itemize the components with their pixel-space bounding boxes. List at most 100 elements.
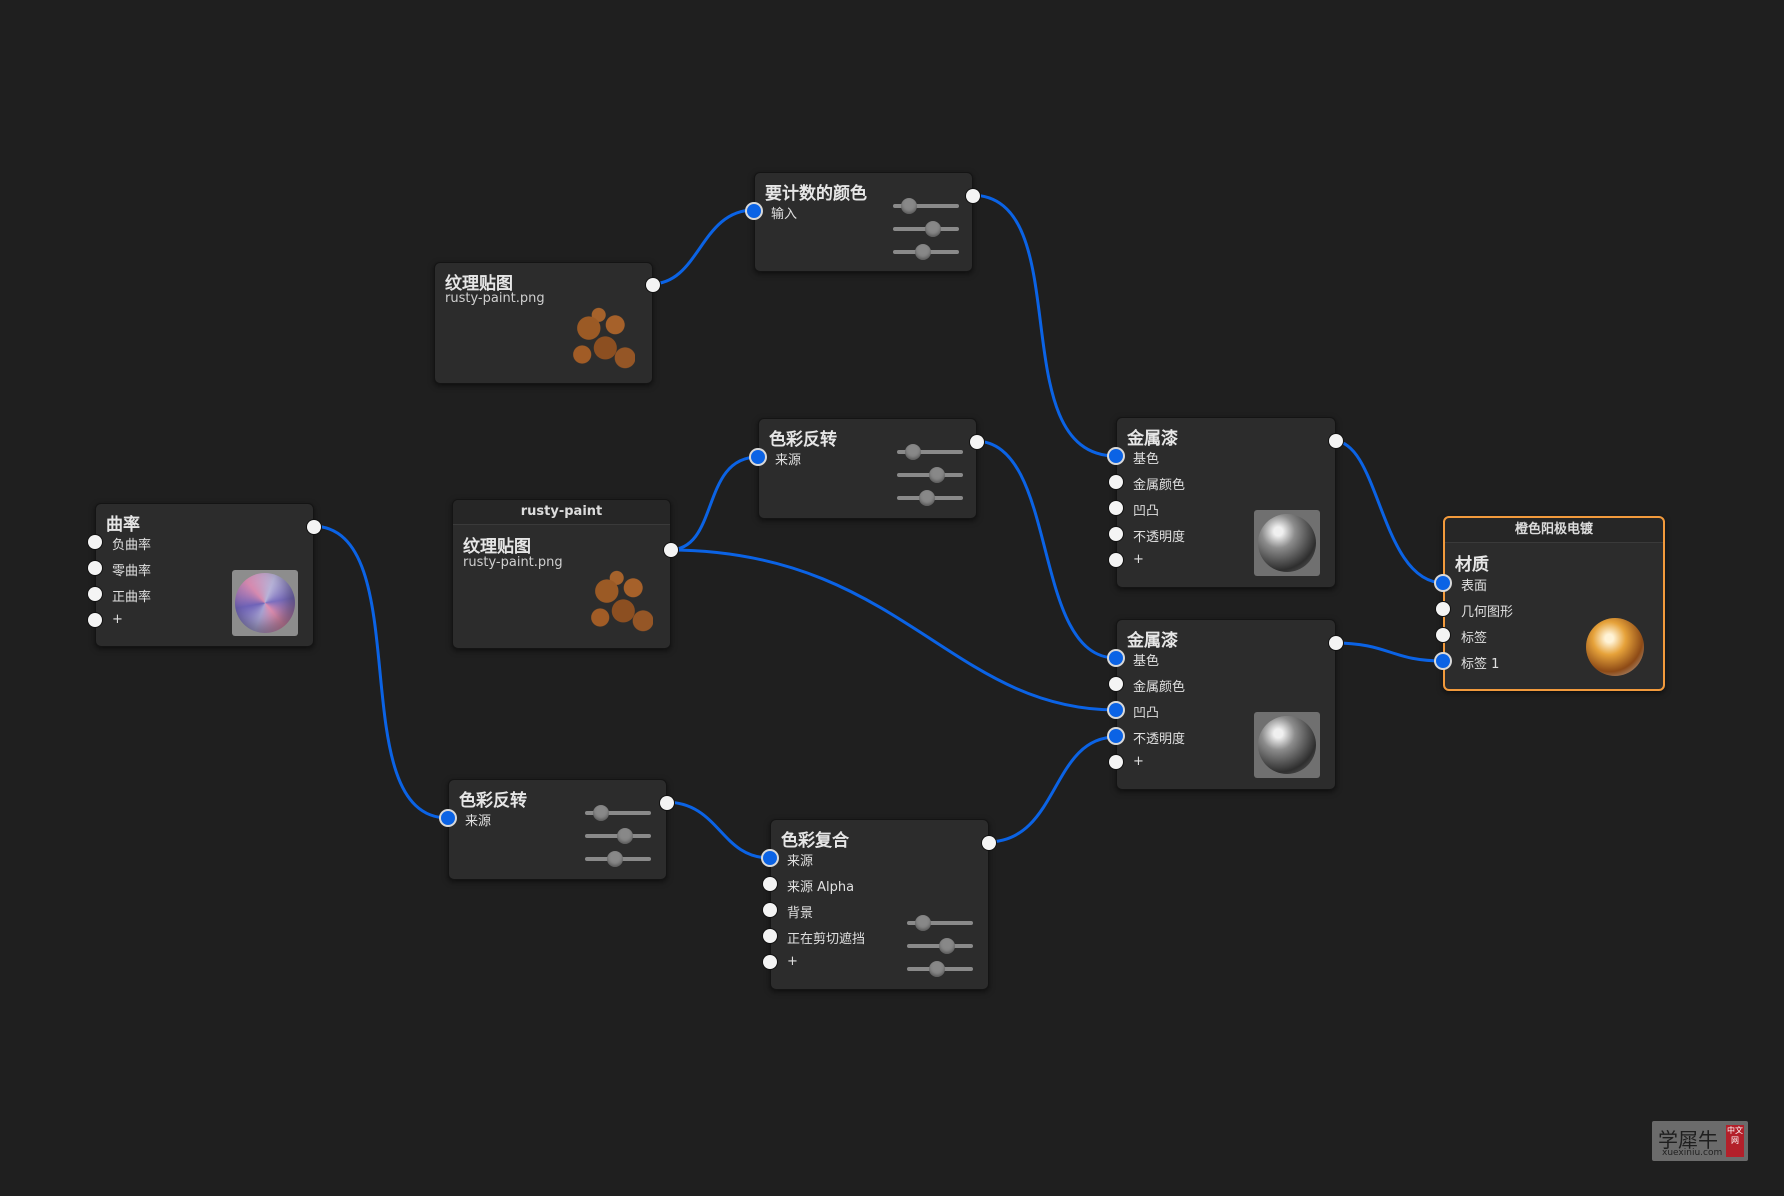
input-port[interactable] — [441, 811, 455, 825]
wire-curvature-to-invert-bottom[interactable] — [311, 524, 449, 820]
add-input-port[interactable] — [1109, 755, 1123, 769]
curvature-preview — [232, 570, 298, 636]
input-port[interactable] — [763, 929, 777, 943]
input-port[interactable] — [1109, 449, 1123, 463]
sphere-icon — [1258, 716, 1316, 774]
material-preview — [1582, 614, 1648, 680]
wire-invert-top-to-metal-bottom[interactable] — [974, 439, 1117, 660]
slider[interactable] — [907, 938, 973, 954]
slider-knob[interactable] — [901, 198, 917, 214]
port-label: + — [787, 954, 798, 969]
output-port[interactable] — [970, 435, 984, 449]
slider-knob[interactable] — [915, 244, 931, 260]
input-port[interactable] — [1436, 576, 1450, 590]
input-port[interactable] — [747, 204, 761, 218]
input-port[interactable] — [763, 851, 777, 865]
node-title: 材质 — [1455, 555, 1489, 575]
texture-filename: rusty-paint.png — [463, 555, 563, 570]
input-port[interactable] — [763, 877, 777, 891]
add-input-port[interactable] — [1109, 553, 1123, 567]
slider[interactable] — [897, 490, 963, 506]
input-port[interactable] — [1436, 602, 1450, 616]
sphere-icon — [235, 573, 295, 633]
slider[interactable] — [897, 467, 963, 483]
input-port[interactable] — [1109, 501, 1123, 515]
slider-knob[interactable] — [607, 851, 623, 867]
node-texture-map-mid[interactable]: rusty-paint 纹理贴图 rusty-paint.png — [452, 499, 678, 649]
input-port[interactable] — [1109, 703, 1123, 717]
output-port[interactable] — [660, 796, 674, 810]
input-port[interactable] — [1109, 527, 1123, 541]
slider-knob[interactable] — [925, 221, 941, 237]
input-port[interactable] — [1109, 475, 1123, 489]
port-label: 来源 — [775, 453, 802, 468]
wire-texture-mid-to-metal-bottom-bump[interactable] — [668, 548, 1117, 712]
slider[interactable] — [585, 828, 651, 844]
slider[interactable] — [893, 221, 959, 237]
slider-knob[interactable] — [905, 444, 921, 460]
port-label: 不透明度 — [1133, 530, 1186, 545]
wire-color-count-to-metal-top[interactable] — [970, 193, 1117, 458]
port-label: 正在剪切遮挡 — [787, 932, 866, 947]
wire-metal-bottom-to-material[interactable] — [1333, 641, 1445, 663]
slider[interactable] — [897, 444, 963, 460]
output-port[interactable] — [1329, 434, 1343, 448]
slider-knob[interactable] — [919, 490, 935, 506]
port-label: 来源 Alpha — [787, 880, 855, 895]
slider-knob[interactable] — [617, 828, 633, 844]
node-color-invert-bottom[interactable]: 色彩反转 来源 — [441, 779, 674, 880]
slider-knob[interactable] — [929, 961, 945, 977]
slider[interactable] — [893, 244, 959, 260]
port-label: 不透明度 — [1133, 732, 1186, 747]
node-curvature[interactable]: 曲率 负曲率 零曲率 正曲率 + — [88, 503, 321, 647]
input-port[interactable] — [751, 450, 765, 464]
input-port[interactable] — [763, 903, 777, 917]
node-color-composite[interactable]: 色彩复合 来源 来源 Alpha 背景 正在剪切遮挡 + — [763, 819, 996, 990]
output-port[interactable] — [307, 520, 321, 534]
slider[interactable] — [585, 805, 651, 821]
node-metal-paint-top[interactable]: 金属漆 基色 金属颜色 凹凸 不透明度 + — [1109, 417, 1343, 588]
node-title: 纹理贴图 — [445, 274, 513, 294]
output-port[interactable] — [1329, 636, 1343, 650]
input-port[interactable] — [1109, 677, 1123, 691]
input-port[interactable] — [1109, 729, 1123, 743]
input-port[interactable] — [88, 587, 102, 601]
node-texture-map-top[interactable]: 纹理贴图 rusty-paint.png — [434, 262, 660, 384]
node-color-invert-top[interactable]: 色彩反转 来源 — [751, 418, 984, 519]
slider[interactable] — [585, 851, 651, 867]
wire-metal-top-to-material[interactable] — [1333, 439, 1445, 585]
slider[interactable] — [907, 961, 973, 977]
slider-knob[interactable] — [915, 915, 931, 931]
wire-texture-top-to-color-count[interactable] — [650, 208, 755, 286]
slider-knob[interactable] — [939, 938, 955, 954]
output-port[interactable] — [646, 278, 660, 292]
node-metal-paint-bottom[interactable]: 金属漆 基色 金属颜色 凹凸 不透明度 + — [1109, 619, 1343, 790]
port-label: 输入 — [771, 207, 798, 222]
watermark-text: 学犀牛 — [1658, 1128, 1718, 1152]
node-material[interactable]: 橙色阳极电镀 材质 表面 几何图形 标签 标签 1 — [1436, 516, 1665, 691]
node-color-to-count[interactable]: 要计数的颜色 输入 — [747, 172, 980, 272]
slider[interactable] — [893, 198, 959, 214]
port-label: + — [112, 612, 123, 627]
input-port[interactable] — [1436, 654, 1450, 668]
port-label: 负曲率 — [112, 538, 152, 553]
add-input-port[interactable] — [763, 955, 777, 969]
node-title: 色彩复合 — [781, 831, 849, 851]
node-title: 色彩反转 — [769, 430, 837, 450]
slider-knob[interactable] — [593, 805, 609, 821]
input-port[interactable] — [1436, 628, 1450, 642]
slider-knob[interactable] — [929, 467, 945, 483]
output-port[interactable] — [982, 836, 996, 850]
input-port[interactable] — [88, 561, 102, 575]
wire-texture-mid-to-invert-top[interactable] — [668, 455, 759, 552]
output-port[interactable] — [664, 543, 678, 557]
slider[interactable] — [907, 915, 973, 931]
watermark-logo: 学犀牛 xuexiniu.com 中文网 — [1652, 1121, 1748, 1161]
add-input-port[interactable] — [88, 613, 102, 627]
input-port[interactable] — [88, 535, 102, 549]
input-port[interactable] — [1109, 651, 1123, 665]
wire-invert-bottom-to-composite[interactable] — [664, 800, 771, 860]
wire-composite-to-metal-bottom-opacity[interactable] — [986, 735, 1117, 844]
output-port[interactable] — [966, 189, 980, 203]
